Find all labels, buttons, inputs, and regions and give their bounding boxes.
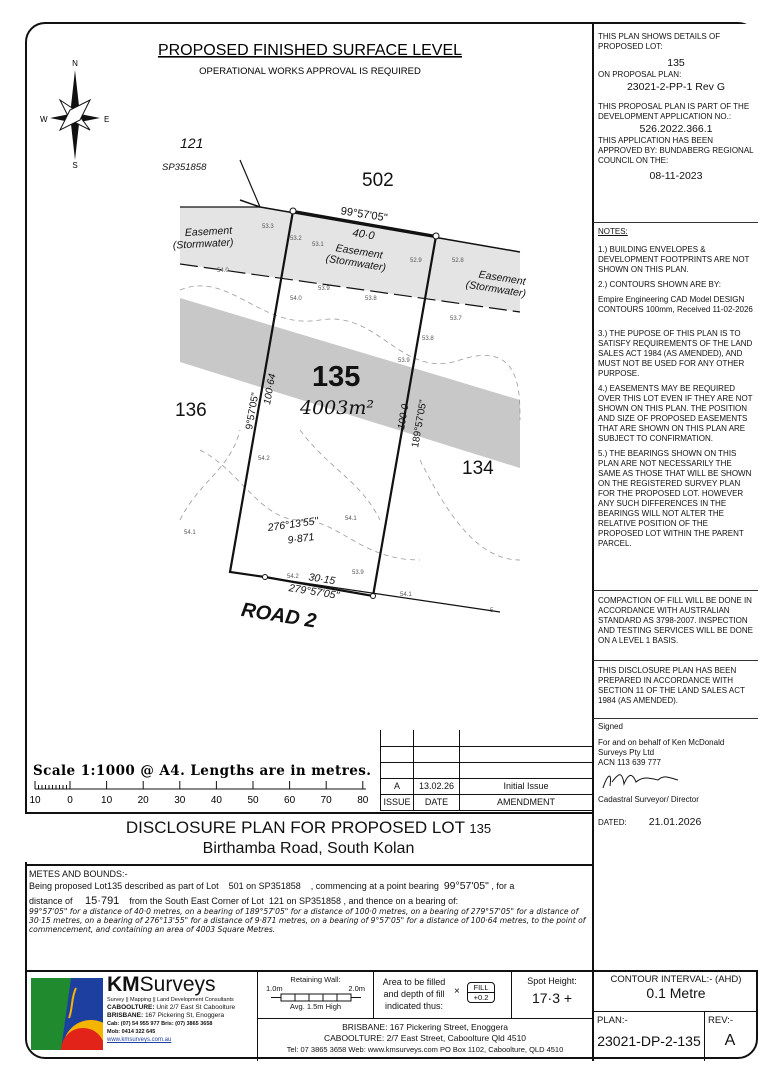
title-block: DISCLOSURE PLAN FOR PROPOSED LOT 135 Bir…: [25, 812, 592, 862]
contour-interval: CONTOUR INTERVAL:- (AHD)0.1 Metre: [592, 972, 758, 1012]
scale-tick-label: 30: [174, 795, 186, 806]
svg-text:5: 5: [490, 608, 494, 614]
lot-121-label: 121: [180, 135, 203, 151]
svg-text:53.9: 53.9: [352, 570, 364, 576]
km-surveys-logo: [31, 978, 103, 1050]
plan-number: PLAN:-23021-DP-2-135: [592, 1012, 705, 1061]
svg-text:W: W: [40, 115, 48, 124]
scale-tick-label: 40: [211, 795, 223, 806]
svg-text:53.8: 53.8: [422, 336, 434, 342]
svg-text:54.2: 54.2: [258, 456, 270, 462]
svg-text:E: E: [104, 115, 109, 124]
revision: REV:-A: [708, 1015, 736, 1049]
scale-tick-label: 60: [284, 795, 296, 806]
plan-title: PROPOSED FINISHED SURFACE LEVEL: [158, 42, 462, 59]
svg-text:52.8: 52.8: [452, 258, 464, 264]
signature-block: Signed For and on behalf of Ken McDonald…: [592, 718, 758, 970]
scale-tick-label: 10: [101, 795, 113, 806]
svg-text:100·0: 100·0: [396, 403, 411, 431]
lot-boundary: [228, 209, 438, 598]
approval-info: THIS PLAN SHOWS DETAILS OF PROPOSED LOT:…: [592, 24, 758, 222]
contour-labels: 54.0 53.3 53.2 53.1 52.9 52.8 54.0 53.9 …: [184, 224, 494, 614]
svg-text:53.9: 53.9: [398, 358, 410, 364]
svg-text:N: N: [72, 59, 78, 68]
easement-area: [180, 207, 520, 312]
compaction-note: COMPACTION OF FILL WILL BE DONE IN ACCOR…: [592, 590, 758, 660]
svg-text:SP351858: SP351858: [162, 162, 207, 173]
scale-tick-label: 70: [321, 795, 333, 806]
svg-text:Scale 1:1000 @ A4. Lengths are: Scale 1:1000 @ A4. Lengths are in metres…: [33, 763, 371, 779]
svg-text:40·0: 40·0: [352, 227, 376, 242]
metes-and-bounds: METES AND BOUNDS:- Being proposed Lot135…: [25, 864, 592, 936]
svg-text:53.3: 53.3: [262, 224, 274, 230]
road-label: ROAD 2: [240, 599, 318, 633]
svg-text:S: S: [72, 161, 77, 170]
signature: [602, 774, 679, 789]
svg-text:53.7: 53.7: [450, 316, 462, 322]
svg-text:53.9: 53.9: [318, 286, 330, 292]
svg-text:54.0: 54.0: [290, 296, 302, 302]
svg-text:54.0: 54.0: [217, 268, 229, 274]
svg-text:54.1: 54.1: [400, 592, 412, 598]
spot-height-legend: Spot Height:17·3 +: [527, 976, 577, 1006]
scale-tick-label: 20: [138, 795, 150, 806]
lot-area: 4003m²: [299, 397, 374, 419]
svg-text:53.2: 53.2: [290, 236, 302, 242]
svg-text:(Stormwater): (Stormwater): [173, 237, 234, 252]
svg-text:54.2: 54.2: [287, 574, 299, 580]
plan-subtitle: OPERATIONAL WORKS APPROVAL IS REQUIRED: [199, 66, 421, 77]
disclosure-note: THIS DISCLOSURE PLAN HAS BEEN PREPARED I…: [592, 660, 758, 718]
svg-text:52.9: 52.9: [410, 258, 422, 264]
lot-136-label: 136: [175, 400, 207, 421]
svg-text:53.8: 53.8: [365, 296, 377, 302]
lot-band: [180, 298, 520, 468]
scale-tick-label: 80: [357, 795, 369, 806]
site-plan: PROPOSED FINISHED SURFACE LEVEL OPERATIO…: [29, 42, 527, 806]
svg-text:54.1: 54.1: [345, 516, 357, 522]
svg-text:100·64: 100·64: [262, 373, 278, 406]
contour-lines: [179, 285, 521, 561]
scale-tick-label: 50: [247, 795, 259, 806]
scale-bar: Scale 1:1000 @ A4. Lengths are in metres…: [29, 763, 371, 806]
svg-text:9·871: 9·871: [287, 531, 315, 547]
north-arrow-icon: N S W E: [40, 59, 109, 170]
lot-number: 135: [312, 361, 360, 393]
notes: NOTES: 1.) BUILDING ENVELOPES & DEVELOPM…: [592, 222, 758, 590]
svg-text:Easement: Easement: [185, 225, 234, 240]
company-address: BRISBANE: 167 Pickering Street, Enoggera…: [257, 1018, 592, 1061]
website-link[interactable]: www.kmsurveys.com.au: [107, 1037, 172, 1043]
lot-134-label: 134: [462, 458, 494, 479]
lot-502-label: 502: [362, 170, 394, 191]
scale-tick-label: 10: [29, 795, 41, 806]
footer: KMSurveys Survey || Mapping || Land Deve…: [25, 970, 758, 1061]
svg-text:53.1: 53.1: [312, 242, 324, 248]
fill-legend: FILL+0.2: [467, 982, 495, 1003]
scale-tick-label: 0: [67, 795, 73, 806]
svg-text:54.1: 54.1: [184, 530, 196, 536]
svg-text:30·15: 30·15: [308, 571, 337, 587]
